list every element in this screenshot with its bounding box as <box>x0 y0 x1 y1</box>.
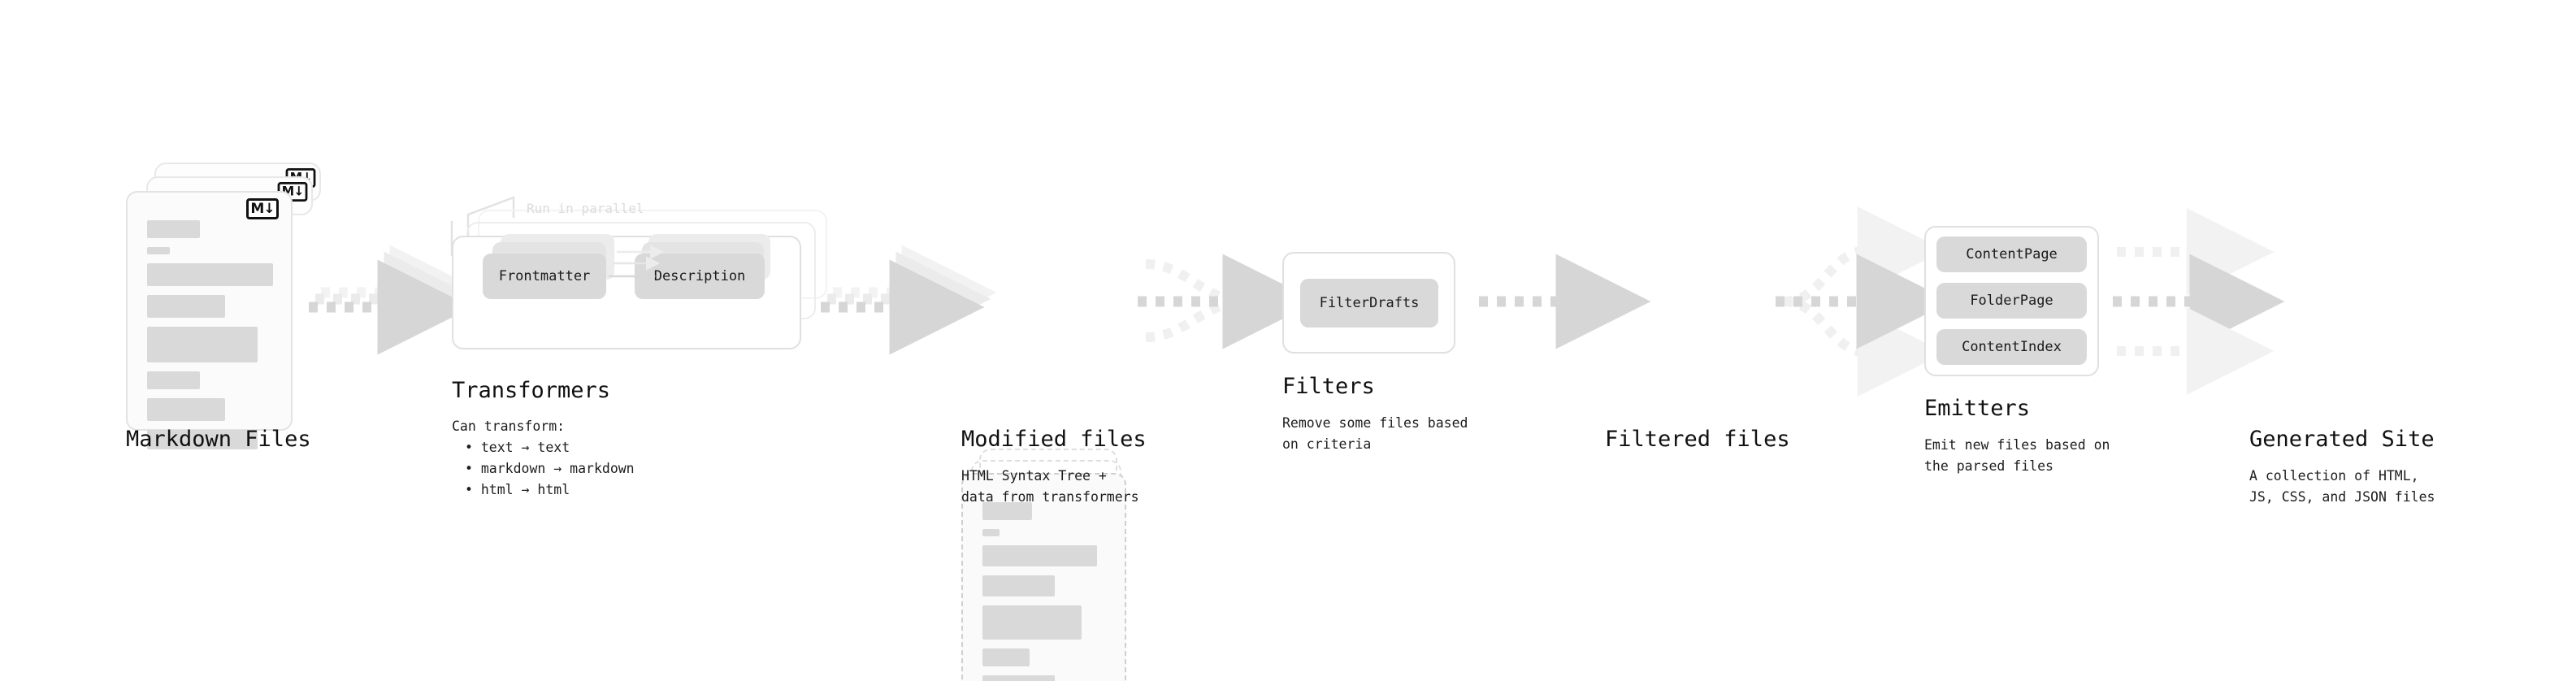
markdown-card-front <box>126 191 293 449</box>
markdown-badge-front: M↓ <box>246 198 279 219</box>
generated-site-title: Generated Site <box>2249 427 2435 452</box>
connector-filtered-to-emitters <box>1776 206 1952 397</box>
connector-emitters-to-site <box>2113 208 2285 395</box>
emitters-title: Emitters <box>1924 396 2031 421</box>
transformers-inner-arrows <box>609 245 665 284</box>
stage-transformers: Frontmatter Description <box>444 193 834 368</box>
run-in-parallel-label: Run in parallel <box>527 201 644 216</box>
modified-placeholder-lines <box>982 502 1107 681</box>
folder-page-chip[interactable]: FolderPage <box>1936 283 2087 319</box>
modified-files-subtitle: HTML Syntax Tree + data from transformer… <box>961 468 1139 505</box>
content-index-chip[interactable]: ContentIndex <box>1936 329 2087 365</box>
stage-filters: FilterDrafts <box>1282 252 1461 354</box>
transformers-title: Transformers <box>452 378 611 403</box>
generated-site-subtitle: A collection of HTML, JS, CSS, and JSON … <box>2249 468 2435 505</box>
modified-files-title: Modified files <box>961 427 1147 452</box>
stage-modified-files <box>961 449 1173 681</box>
transformer-bullet-2: html → html <box>465 479 635 501</box>
filters-title: Filters <box>1282 374 1375 399</box>
filter-drafts-chip[interactable]: FilterDrafts <box>1300 279 1438 327</box>
transformers-bullets: text → text markdown → markdown html → h… <box>465 437 635 501</box>
markdown-files-title: Markdown Files <box>126 427 311 452</box>
transformers-subtitle: Can transform: <box>452 419 566 434</box>
filters-subtitle: Remove some files based on criteria <box>1282 415 1468 452</box>
modified-card-front <box>961 473 1126 681</box>
filtered-files-title: Filtered files <box>1605 427 1790 452</box>
connector-transformers-to-modified <box>821 245 997 355</box>
stage-markdown-files: M↓ M↓ M↓ <box>126 163 337 449</box>
emitters-subtitle: Emit new files based on the parsed files <box>1924 437 2110 474</box>
transformer-bullet-0: text → text <box>465 437 635 458</box>
markdown-badge-mid: M↓ <box>277 182 308 202</box>
markdown-placeholder-lines <box>147 220 273 449</box>
connector-modified-to-filters <box>1138 254 1318 349</box>
frontmatter-chip[interactable]: Frontmatter <box>483 254 606 299</box>
content-page-chip[interactable]: ContentPage <box>1936 236 2087 272</box>
transformer-bullet-1: markdown → markdown <box>465 458 635 479</box>
stage-emitters: ContentPage FolderPage ContentIndex <box>1924 226 2111 376</box>
